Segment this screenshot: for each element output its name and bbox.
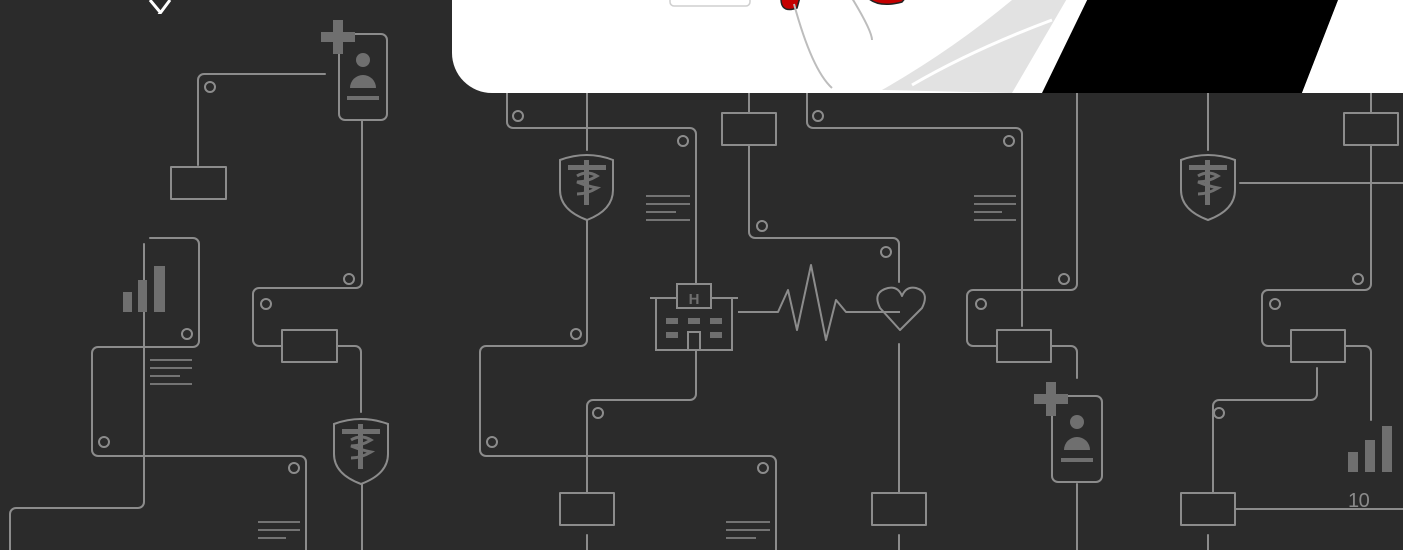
illustration-card: [452, 0, 1403, 93]
heading-fragment: [0, 0, 200, 14]
heart-icon: [877, 288, 925, 330]
svg-text:H: H: [689, 291, 700, 308]
page-number: 10: [1348, 490, 1369, 513]
caduceus-shield-icon: [334, 155, 1235, 484]
heartbeat-line-icon: [738, 265, 900, 340]
bar-chart-icon: [123, 266, 1392, 472]
hospital-icon: H: [650, 284, 738, 350]
